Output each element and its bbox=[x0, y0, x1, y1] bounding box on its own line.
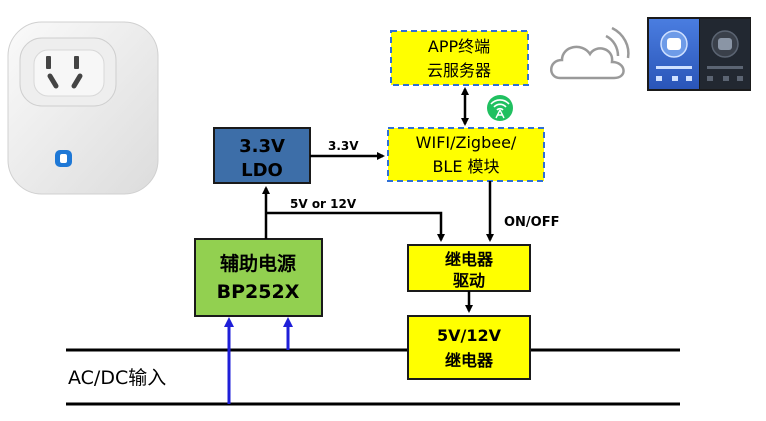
ldo-block-line1: 3.3V bbox=[239, 136, 285, 157]
relay-block: 5V/12V 继电器 bbox=[407, 315, 531, 380]
wireless-module-block: WIFI/Zigbee/ BLE 模块 bbox=[387, 127, 545, 182]
aux-power-block: 辅助电源 BP252X bbox=[194, 238, 323, 317]
cloud-icon bbox=[550, 26, 630, 80]
relay-block-line2: 继电器 bbox=[445, 351, 494, 370]
app-block-line1: APP终端 bbox=[428, 37, 490, 56]
phone-app-screenshot bbox=[647, 17, 751, 91]
input-label: AC/DC输入 bbox=[68, 367, 166, 389]
app-block-line2: 云服务器 bbox=[427, 61, 491, 80]
aux-driver-arrow bbox=[266, 211, 445, 242]
app-cloud-block: APP终端 云服务器 bbox=[390, 30, 529, 86]
smart-plug-image bbox=[7, 21, 159, 195]
wifi-block-line1: WIFI/Zigbee/ bbox=[416, 133, 517, 152]
ldo-output-label: 3.3V bbox=[328, 139, 359, 153]
driver-block-line1: 继电器 bbox=[445, 250, 494, 269]
ldo-block: 3.3V LDO bbox=[213, 127, 311, 184]
onoff-label: ON/OFF bbox=[504, 215, 560, 230]
aux-output-label: 5V or 12V bbox=[290, 197, 357, 211]
aux-block-line1: 辅助电源 bbox=[220, 252, 296, 275]
wifi-block-line2: BLE 模块 bbox=[432, 157, 499, 176]
ldo-block-line2: LDO bbox=[241, 160, 283, 181]
aux-block-line2: BP252X bbox=[217, 281, 300, 303]
driver-block-line2: 驱动 bbox=[453, 271, 485, 290]
relay-block-line1: 5V/12V bbox=[437, 326, 502, 345]
relay-driver-block: 继电器 驱动 bbox=[407, 244, 531, 292]
wireless-signal-icon bbox=[487, 95, 513, 121]
